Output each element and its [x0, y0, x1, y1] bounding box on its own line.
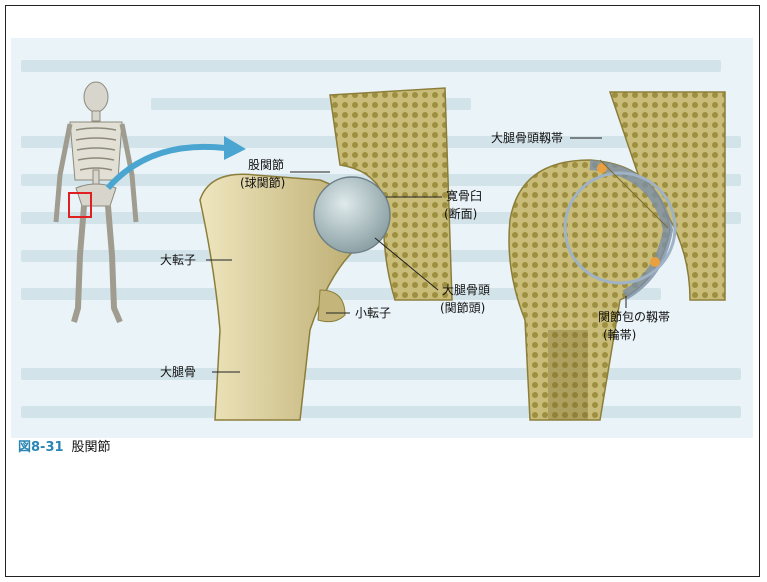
label-hip-joint-type: (球関節)	[240, 176, 285, 190]
label-hip-joint: 股関節	[248, 158, 284, 172]
label-femoral-head: 大腿骨頭	[442, 283, 490, 297]
figure-caption: 図8-31 股関節	[18, 436, 111, 455]
figure-number: 図8-31	[18, 440, 64, 455]
label-acetabulum-section: (断面)	[444, 207, 477, 221]
label-acetabulum: 寛骨臼	[446, 189, 482, 203]
label-capsule-ligament: 関節包の靱帯	[598, 310, 670, 324]
label-ligament-head: 大腿骨頭靱帯	[491, 131, 563, 145]
label-greater-trochanter: 大転子	[160, 253, 196, 267]
figure-title: 股関節	[72, 440, 111, 455]
label-lesser-trochanter: 小転子	[355, 306, 391, 320]
hip-external-view	[200, 88, 452, 420]
label-femoral-head-alt: (関節頭)	[440, 301, 485, 315]
label-femur: 大腿骨	[160, 365, 196, 379]
label-capsule-ligament-alt: (輪帯)	[603, 328, 636, 342]
